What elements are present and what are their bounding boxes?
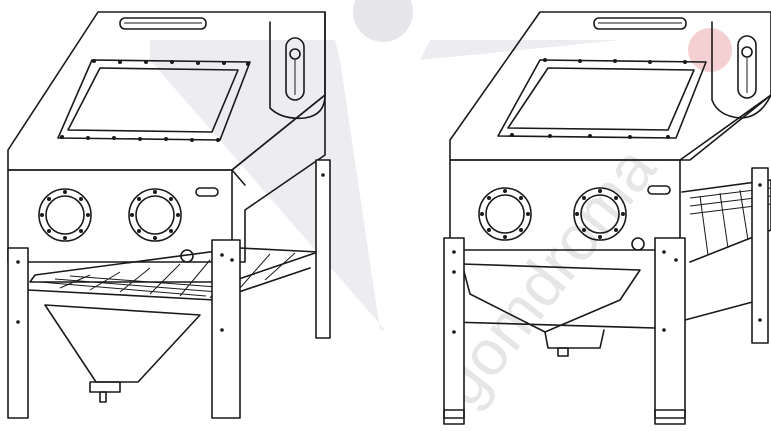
cabinet-left [7,11,331,419]
left-glove-port-2 [128,188,182,242]
left-pressure-gauge [285,37,305,101]
right-hopper-outlet [557,347,569,357]
left-side-body [231,94,326,263]
right-leg-back-right [751,167,769,344]
right-viewing-window-glass [507,67,695,131]
watermark-logo-chevron [150,40,385,330]
watermark-logo-dot-gray [353,0,413,42]
right-pressure-gauge [737,35,757,99]
right-top-panel [449,11,771,161]
left-leg-front-right [211,239,241,419]
right-shelf-grate [681,179,771,263]
left-top-handle [119,17,207,30]
right-switch [647,185,671,195]
left-glove-port-1 [38,188,92,242]
left-viewing-window-glass [67,67,239,133]
right-window-bolts [510,58,687,139]
watermark-logo-dot-red [688,28,732,72]
left-back-column [269,11,326,120]
right-hopper [461,263,641,333]
left-switch [195,187,219,197]
right-knob [631,237,645,251]
left-window-bolts [60,59,250,142]
right-glove-port-1 [478,187,532,241]
cabinet-right [443,11,771,425]
right-side-body [679,94,771,161]
right-glove-port-2 [573,187,627,241]
left-leg-back-right [315,159,331,339]
left-shelf-grate [29,247,319,283]
left-hopper-outlet [89,381,121,393]
right-leg-front-left [443,237,465,419]
left-hopper [44,304,201,383]
left-leg-front-left [7,247,29,419]
left-grate-lines [39,252,296,299]
right-top-handle [593,17,687,30]
right-viewing-window-frame [497,59,707,139]
right-leg-front-right [654,237,686,419]
